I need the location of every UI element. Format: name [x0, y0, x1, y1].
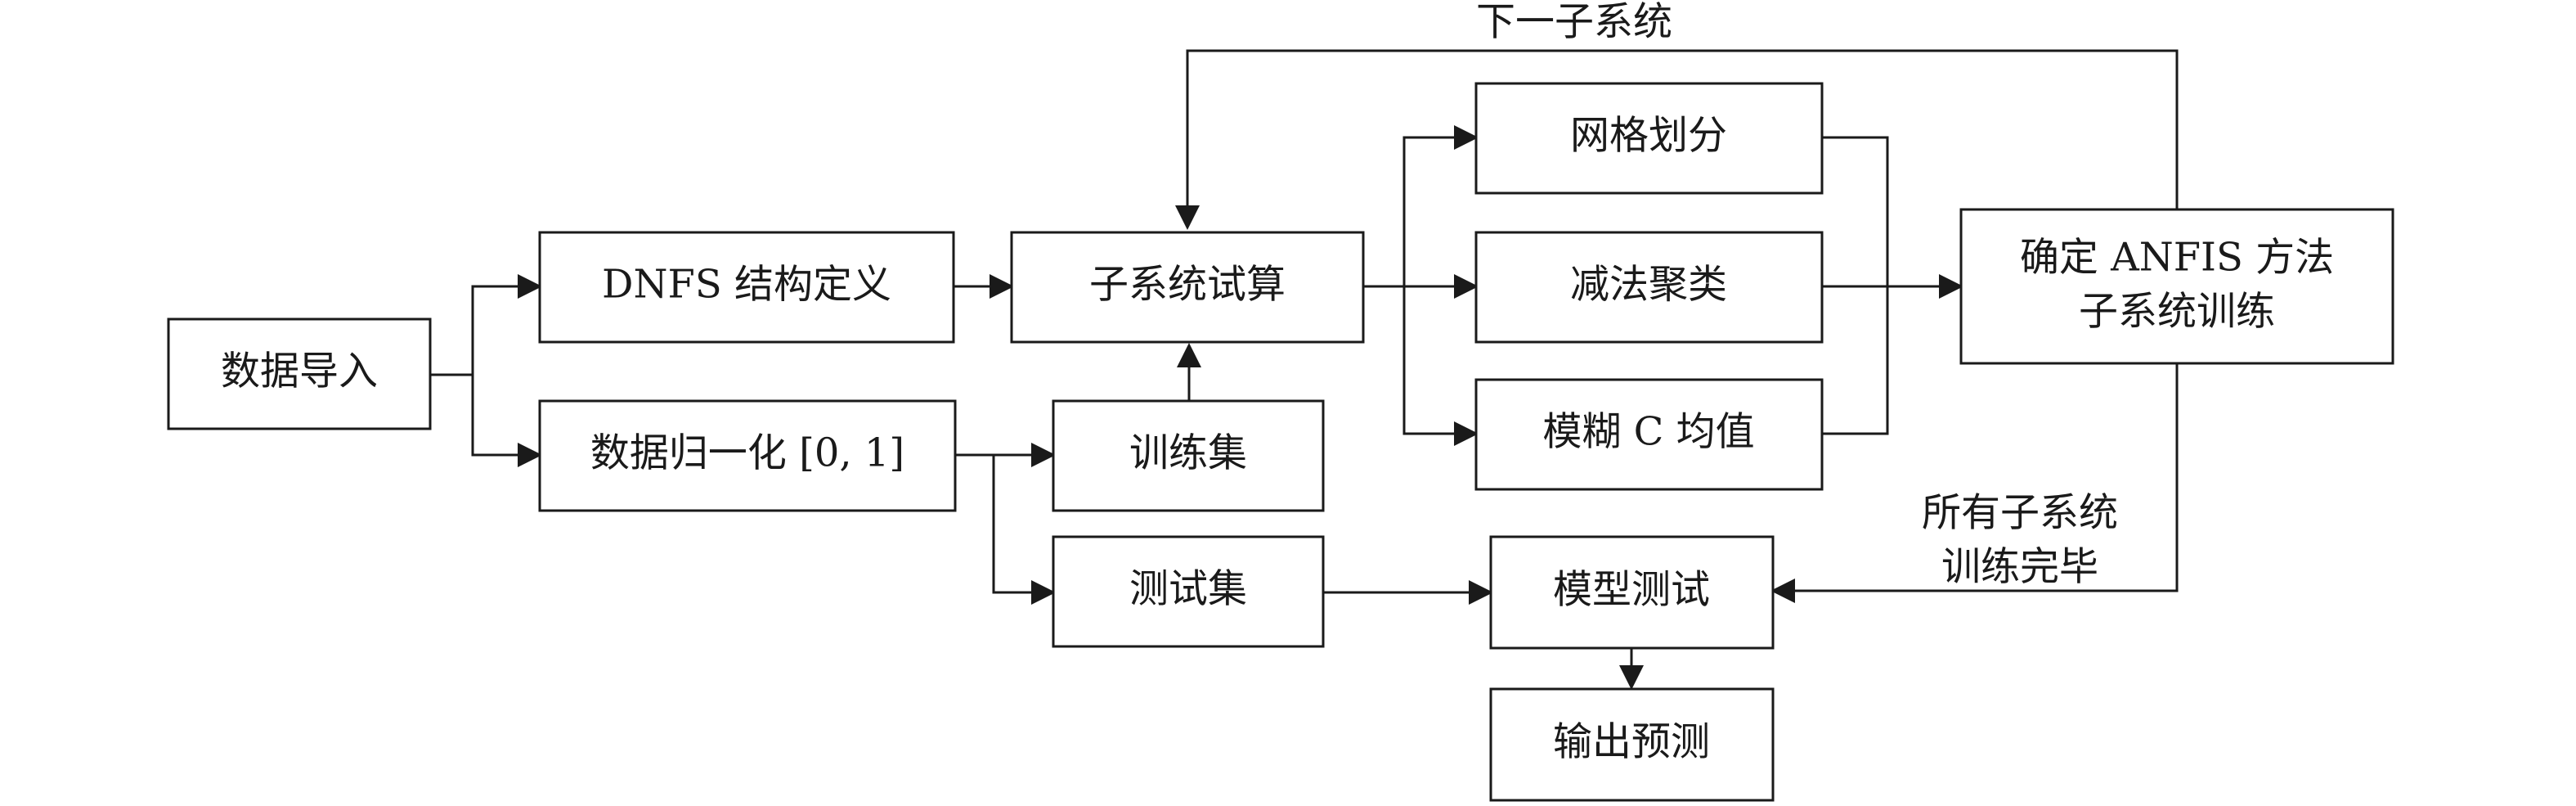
edge-feedback-next-subsystem: [1175, 49, 2179, 230]
node-test-set-label: 测试集: [1129, 566, 1247, 612]
edge-trial-to-fcm: [1402, 286, 1479, 446]
node-subsystem-trial-label: 子系统试算: [1089, 262, 1286, 308]
edge-label-next-subsystem: 下一子系统: [1476, 0, 1672, 45]
node-dnfs-structure-label: DNFS 结构定义: [602, 262, 891, 308]
edge-label-all-trained-line2: 训练完毕: [1941, 544, 2098, 590]
edges: [430, 49, 2179, 690]
node-model-test-label: 模型测试: [1553, 567, 1710, 613]
node-anfis-training: 确定 ANFIS 方法 子系统训练: [1959, 208, 2394, 365]
node-training-set-label: 训练集: [1129, 430, 1247, 476]
edge-label-all-trained-line1: 所有子系统: [1922, 490, 2118, 536]
node-grid-partition-label: 网格划分: [1570, 113, 1727, 159]
node-dnfs-structure: DNFS 结构定义: [538, 231, 955, 344]
edge-import-to-dnfs: [430, 274, 542, 376]
edge-import-to-normalization: [471, 375, 542, 467]
node-grid-partition: 网格划分: [1474, 82, 1824, 195]
node-model-test: 模型测试: [1489, 535, 1775, 650]
node-fuzzy-c-means-label: 模糊 C 均值: [1542, 409, 1754, 455]
node-data-import-label: 数据导入: [221, 349, 378, 394]
node-data-import: 数据导入: [167, 317, 432, 430]
node-subtractive-clustering: 减法聚类: [1474, 231, 1824, 344]
node-subsystem-trial: 子系统试算: [1010, 231, 1365, 344]
node-output-prediction: 输出预测: [1489, 687, 1775, 802]
edge-anfis-to-model-test: [1770, 363, 2179, 603]
node-training-set: 训练集: [1052, 399, 1325, 512]
node-anfis-training-label-line1: 确定 ANFIS 方法: [2020, 235, 2334, 281]
node-output-prediction-label: 输出预测: [1553, 719, 1710, 765]
node-test-set: 测试集: [1052, 535, 1325, 648]
node-normalization-label: 数据归一化 [0, 1]: [590, 430, 904, 476]
node-normalization: 数据归一化 [0, 1]: [538, 399, 957, 512]
edge-trial-to-grid: [1363, 125, 1479, 288]
node-fuzzy-c-means: 模糊 C 均值: [1474, 378, 1824, 491]
edge-normalization-to-test: [992, 455, 1056, 605]
node-subtractive-clustering-label: 减法聚类: [1570, 262, 1727, 308]
node-anfis-training-label-line2: 子系统训练: [2079, 289, 2275, 335]
